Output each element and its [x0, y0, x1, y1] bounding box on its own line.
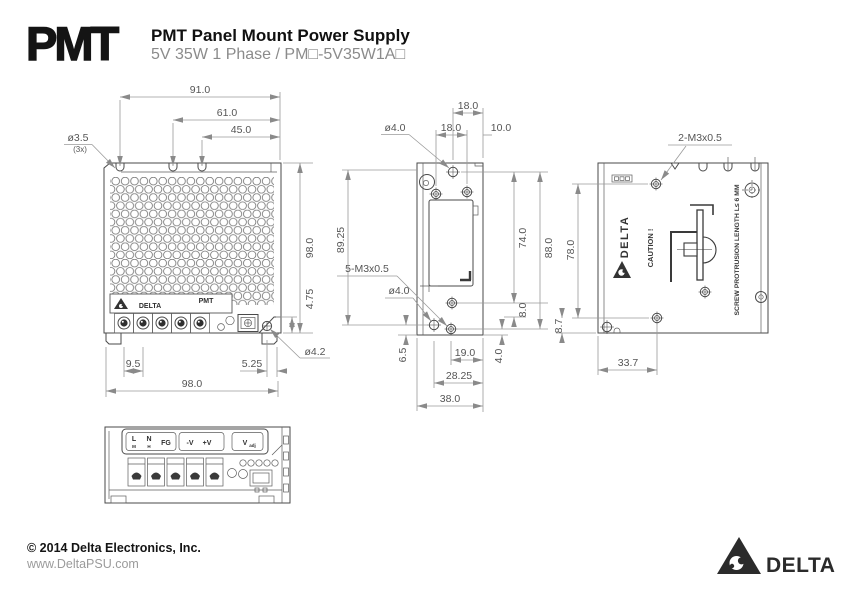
vent-grille — [110, 177, 274, 305]
terminal-blocks — [114, 313, 210, 334]
dim-2825: 28.25 — [446, 370, 472, 382]
terminal-label-posV: +V — [203, 440, 212, 447]
dim-61: 61.0 — [217, 107, 238, 119]
dim-8: 8.0 — [517, 303, 529, 318]
dim-74: 74.0 — [517, 228, 529, 249]
terminal-label-vadj-sub: adj — [249, 443, 256, 448]
output-connector — [237, 314, 259, 332]
pmt-logo: PMT — [25, 16, 120, 70]
side-thread-hole-2 — [460, 185, 474, 199]
dim-4: 4.0 — [493, 349, 505, 364]
rear-brand-text: DELTA — [619, 216, 631, 259]
rear-thread-hole-1 — [649, 177, 663, 191]
side-dimensions: 18.0 18.0 10.0 ø4.0 89.25 74.0 88.0 — [335, 100, 555, 412]
rear-hole-bottom-left — [599, 319, 615, 335]
dim-hole-top: ø3.5 — [67, 132, 88, 144]
bottom-outline — [104, 426, 291, 504]
dim-hole-corner: ø4.2 — [304, 346, 325, 358]
front-view: DELTA PMT — [64, 84, 330, 397]
dim-38: 38.0 — [440, 393, 461, 405]
dim-45: 45.0 — [231, 124, 252, 136]
screw-note-text: SCREW PROTRUSION LENGTH L≤ 6 MM — [734, 184, 741, 315]
dim-95: 9.5 — [126, 358, 141, 370]
dim-hole-40-bot: ø4.0 — [388, 285, 409, 297]
rear-thread-hole-3 — [650, 311, 664, 325]
copyright-text: © 2014 Delta Electronics, Inc. — [27, 541, 201, 555]
rear-view: DELTA CAUTION ! SCREW PROTRUSION LENGTH … — [553, 132, 769, 375]
terminal-label-FG: FG — [161, 440, 171, 447]
side-outline — [416, 162, 484, 336]
rear-outline — [597, 162, 769, 334]
terminal-label-negV: -V — [187, 440, 194, 447]
rear-flange-hole — [755, 291, 767, 303]
dim-87: 8.7 — [553, 319, 565, 334]
terminal-label-N: N — [146, 436, 151, 443]
rear-thread-hole-2 — [698, 285, 712, 299]
front-label-model: PMT — [199, 298, 215, 305]
dim-width-98: 98.0 — [182, 378, 203, 390]
dim-525: 5.25 — [242, 358, 263, 370]
dim-hole-40-top: ø4.0 — [384, 122, 405, 134]
front-label-brand: DELTA — [139, 303, 161, 310]
side-view: 18.0 18.0 10.0 ø4.0 89.25 74.0 88.0 — [335, 100, 555, 412]
bottom-view: L M N H FG -V +V V adj — [104, 426, 291, 504]
bottom-terminal-clamps — [127, 457, 224, 487]
footer-delta-logo: DELTA — [717, 537, 835, 577]
delta-logo-triangle-icon — [717, 537, 761, 574]
dim-height-98: 98.0 — [304, 238, 316, 259]
front-label: DELTA PMT — [109, 293, 233, 314]
side-thread-hole-3 — [445, 296, 459, 310]
rear-delta-logo: DELTA — [613, 216, 631, 278]
side-slot-cutout — [428, 199, 474, 287]
delta-wordmark: DELTA — [766, 554, 835, 577]
dim-337: 33.7 — [618, 357, 639, 369]
side-thread-hole-4 — [444, 322, 458, 336]
terminal-label-L: L — [132, 436, 137, 443]
dim-19: 19.0 — [455, 347, 476, 359]
front-dimensions: 91.0 61.0 45.0 ø3.5 (3x) 98.0 4.75 ø4.2 — [64, 84, 330, 397]
dim-91: 91.0 — [190, 84, 211, 96]
terminal-label-strip: L M N H FG -V +V V adj — [121, 428, 269, 455]
corner-bracket — [258, 316, 281, 334]
dim-10: 10.0 — [491, 122, 512, 134]
rear-dimensions: 2-M3x0.5 78.0 8.7 33.7 — [553, 132, 732, 375]
side-hole-large — [419, 174, 435, 190]
dim-hole-top-qty: (3x) — [73, 145, 87, 154]
website-text: www.DeltaPSU.com — [27, 557, 139, 571]
dim-88: 88.0 — [543, 238, 555, 259]
terminal-label-vadj: V — [243, 440, 248, 447]
caution-text: CAUTION ! — [646, 229, 655, 268]
voltage-trimmer — [225, 315, 235, 326]
dim-thread-note-2: 2-M3x0.5 — [678, 132, 722, 144]
led-indicator — [217, 323, 225, 331]
page-title: PMT Panel Mount Power Supply — [151, 26, 410, 45]
screw-illustration — [670, 204, 717, 282]
rear-hole-top-right — [742, 180, 762, 200]
rear-vent — [611, 174, 633, 183]
dim-18-top: 18.0 — [458, 100, 479, 112]
dim-78: 78.0 — [565, 240, 577, 261]
side-hole-bottom — [426, 317, 442, 333]
dim-thread-note-5: 5-M3x0.5 — [345, 263, 389, 275]
delta-triangle-icon — [114, 298, 128, 309]
dim-8925: 89.25 — [335, 227, 347, 253]
terminal-label-N-sub: H — [147, 444, 150, 449]
dim-65: 6.5 — [397, 348, 409, 363]
terminal-label-L-sub: M — [132, 444, 136, 449]
dim-18-mid: 18.0 — [441, 122, 462, 134]
page-subtitle: 5V 35W 1 Phase / PM□-5V35W1A□ — [151, 46, 406, 63]
side-thread-hole-1 — [429, 187, 443, 201]
dim-475: 4.75 — [304, 289, 316, 310]
